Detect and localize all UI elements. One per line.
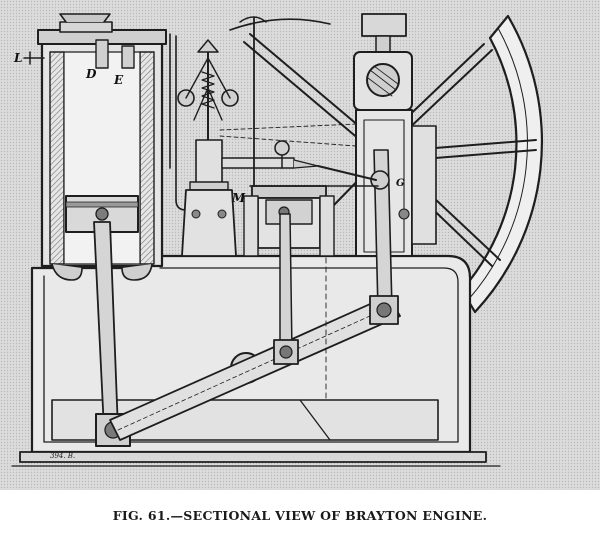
head-boss	[59, 21, 113, 33]
label-d: D	[85, 67, 97, 81]
dashed-rod-upper	[219, 123, 357, 131]
column-side-bracket	[411, 125, 437, 245]
label-l: L	[13, 51, 22, 65]
governor-arms	[185, 57, 231, 121]
crank-pit-ramp	[299, 399, 331, 441]
valve-pedestal	[181, 189, 335, 257]
pedestal-bolt-1	[191, 209, 201, 219]
eccentric-rod	[317, 165, 377, 181]
label-g: G	[396, 178, 405, 189]
beam-end-pin	[376, 302, 392, 318]
compressor-pump	[251, 185, 327, 365]
plate-number: 394. B.	[50, 452, 75, 460]
valve-chest	[195, 139, 223, 185]
starting-lever	[23, 51, 45, 65]
governor-top	[197, 39, 219, 53]
pedestal-bolt-2	[217, 209, 227, 219]
governor-spring	[201, 71, 215, 109]
figure-caption: FIG. 61.—SECTIONAL VIEW OF BRAYTON ENGIN…	[112, 508, 488, 523]
valve-chest-flange	[189, 181, 229, 191]
column-upper	[361, 13, 407, 37]
flywheel-rim-inner-line	[467, 27, 528, 301]
dashed-rod-lower	[219, 135, 357, 147]
bracket-bolt	[398, 208, 410, 220]
wrist-pin	[95, 207, 109, 221]
valve-rod-guide	[221, 157, 295, 169]
valve-cap-e	[121, 45, 135, 69]
tall-pipe-top	[239, 16, 267, 23]
pump-crank-pin	[279, 345, 293, 359]
floor-plinth	[19, 451, 487, 463]
bearing-journal-hatch	[367, 65, 399, 97]
valve-cap-d	[95, 39, 109, 69]
beam-centerline	[117, 305, 393, 431]
engine-base	[11, 254, 501, 467]
upper-rim-arc	[229, 18, 331, 31]
regulating-handwheel	[274, 140, 290, 156]
column-cap	[375, 35, 391, 53]
label-m: M	[231, 191, 246, 205]
pump-support-right	[319, 195, 335, 257]
base-inner-outline	[43, 267, 459, 443]
port-right	[121, 263, 153, 281]
pump-support	[243, 195, 259, 257]
pump-rod	[279, 213, 293, 353]
cylinder-wall-left	[49, 51, 65, 265]
cylinder-wall-right	[139, 51, 155, 265]
eccentric-g	[370, 170, 390, 190]
governor-assembly	[169, 16, 379, 211]
piston-rings	[65, 201, 139, 208]
port-left	[51, 263, 83, 281]
exhaust-fitting	[59, 13, 111, 23]
label-e: E	[113, 73, 124, 87]
brayton-engine-sectional-drawing: L D E M G 394. B.	[0, 0, 600, 490]
pump-top-plate	[251, 185, 327, 199]
crosshead-column	[353, 13, 437, 325]
